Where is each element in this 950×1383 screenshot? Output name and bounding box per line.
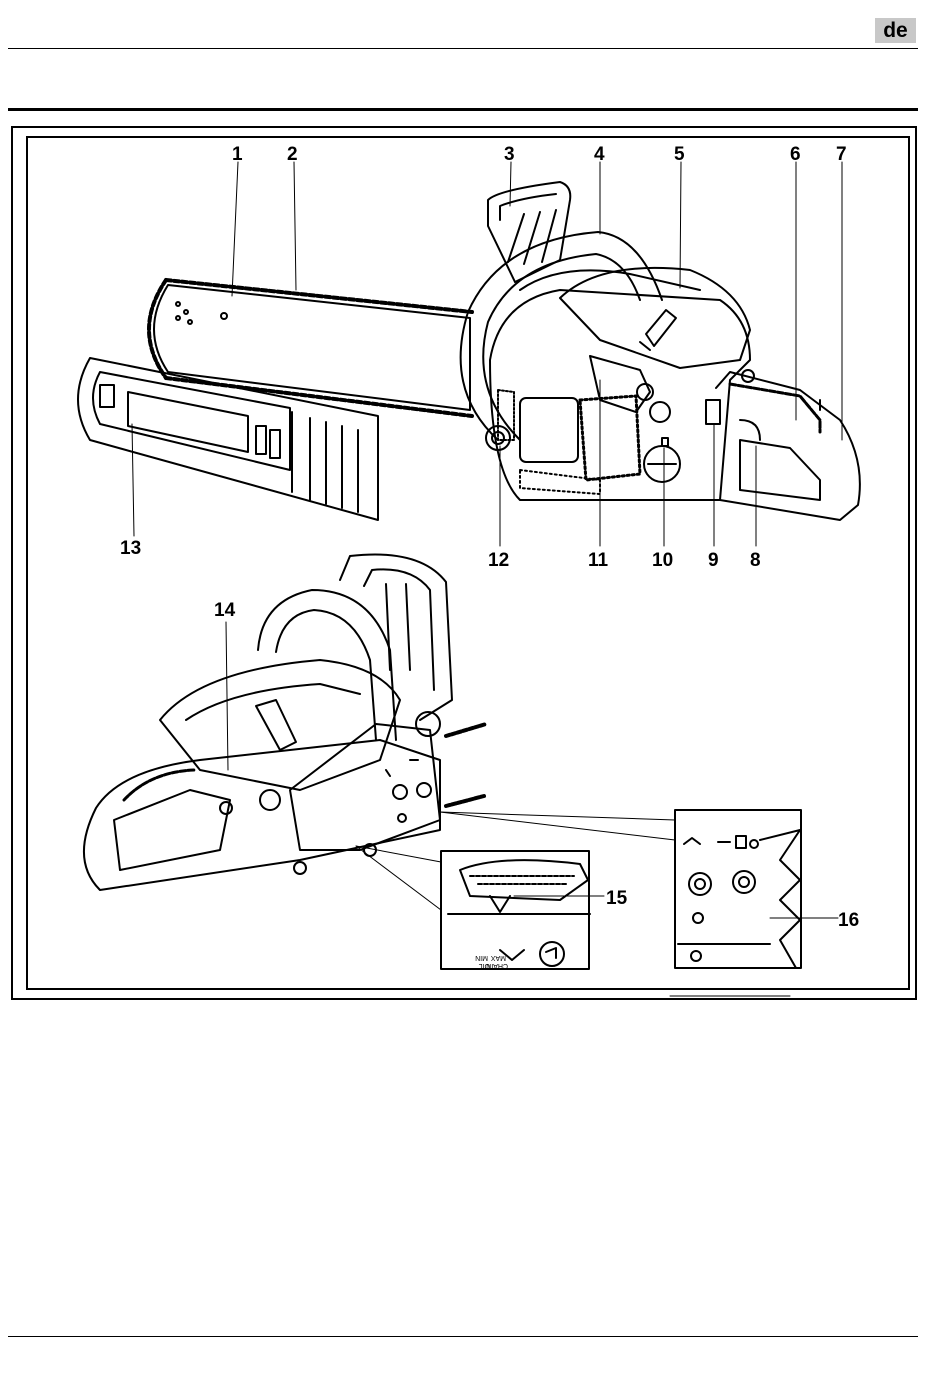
svg-text:MIN: MIN (475, 954, 488, 961)
callout-3: 3 (504, 144, 515, 165)
callout-2: 2 (287, 144, 298, 165)
callout-11: 11 (588, 550, 609, 571)
rear-view-chainsaw (84, 554, 486, 890)
callout-12: 12 (488, 550, 509, 571)
callout-6: 6 (790, 144, 801, 165)
engine-housing (486, 268, 750, 500)
inset-chain-tensioner (675, 810, 801, 968)
callout-16: 16 (838, 910, 859, 931)
callout-7: 7 (836, 144, 847, 165)
chain-guard (78, 358, 378, 520)
svg-text:MAX: MAX (491, 954, 507, 961)
callout-5: 5 (674, 144, 685, 165)
callout-1: 1 (232, 144, 243, 165)
callout-8: 8 (750, 550, 761, 571)
callout-10: 10 (652, 550, 673, 571)
callout-9: 9 (708, 550, 719, 571)
callout-14: 14 (214, 600, 236, 621)
guide-bar (149, 280, 472, 416)
inset-oil-pump (441, 851, 590, 969)
svg-text:CHAIN: CHAIN (486, 962, 508, 969)
callout-13: 13 (120, 538, 141, 559)
callout-4: 4 (594, 144, 605, 165)
callout-15: 15 (606, 888, 628, 909)
inset-oil-labels: MIN OIL MAX CHAIN (475, 954, 508, 969)
